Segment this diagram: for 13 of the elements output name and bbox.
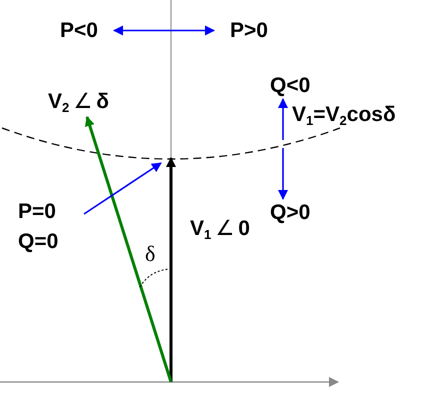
quantity-label: V$_{1}$=V$_{2}$cosδ	[292, 101, 396, 128]
angle-label: δ	[145, 240, 156, 267]
quantity-label: Q<0	[270, 72, 310, 99]
arrow	[113, 26, 215, 36]
phasor-label: V$_{2}$∠δ	[48, 89, 109, 115]
arrow	[278, 148, 288, 200]
quantity-label: P>0	[230, 17, 268, 44]
arrow	[84, 162, 162, 215]
quantity-label: P<0	[60, 17, 98, 44]
quantity-label: P=0 Q=0	[18, 197, 70, 257]
quantity-label: Q>0	[270, 199, 310, 226]
arrow	[278, 98, 288, 140]
phasor-label: V$_{1}$∠0	[190, 216, 250, 242]
